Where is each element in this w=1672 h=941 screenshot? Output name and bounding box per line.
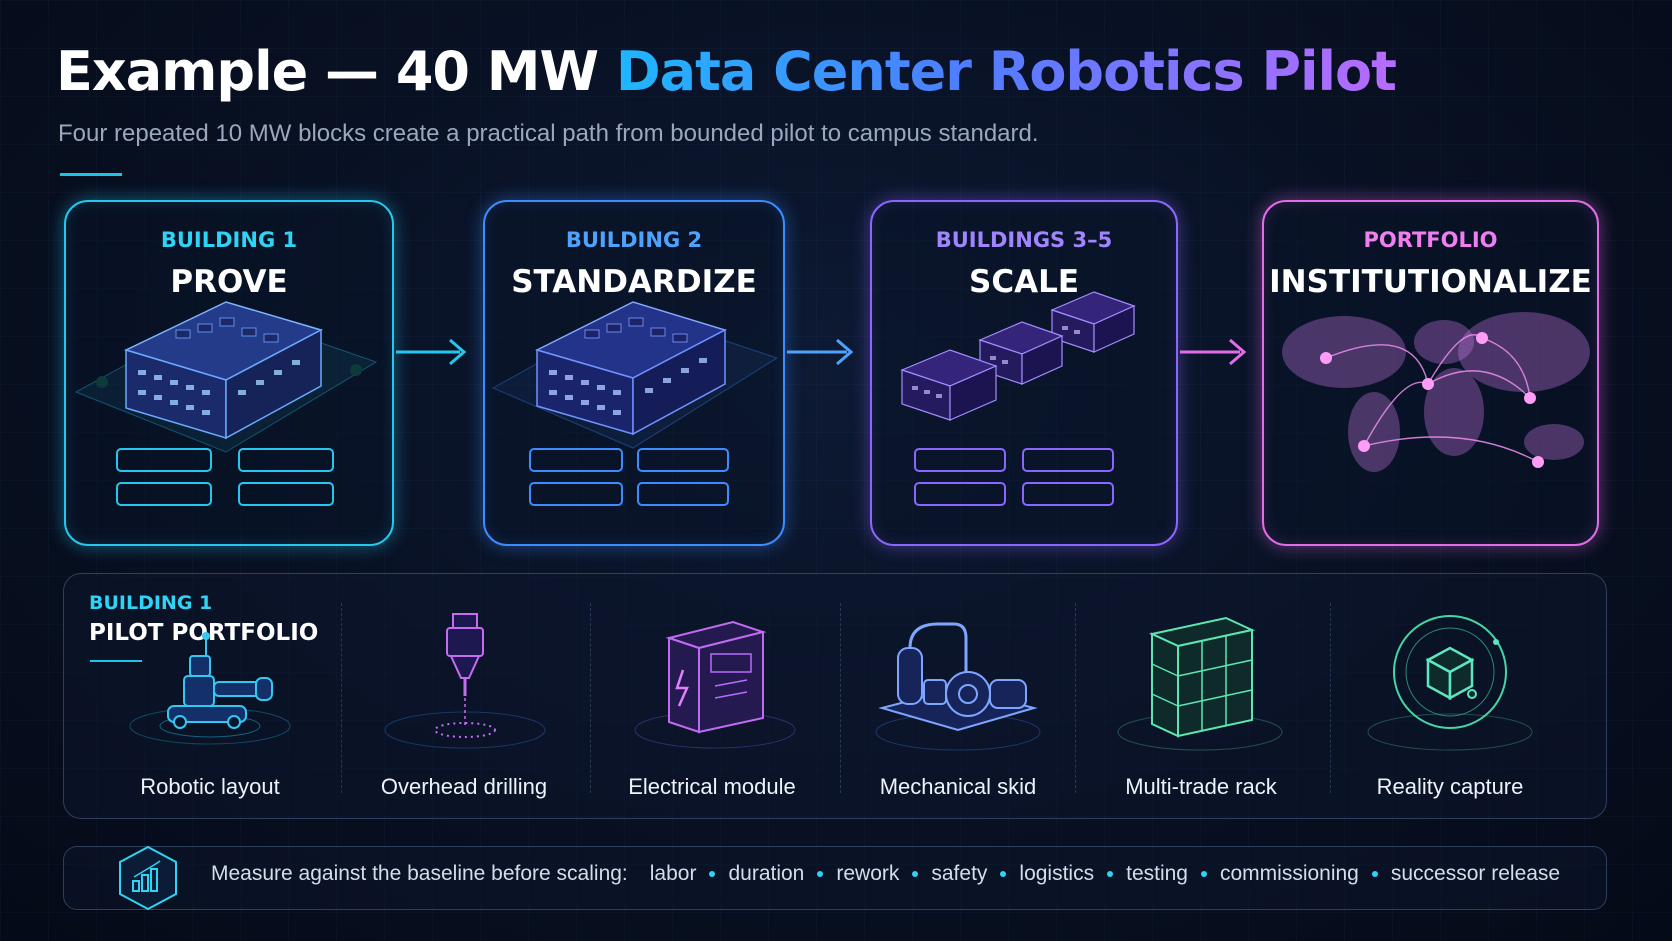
scan-cube-icon: [1367, 615, 1533, 751]
divider: [1330, 603, 1331, 793]
stage-card-scale: BUILDINGS 3–5 SCALE: [870, 200, 1178, 546]
placeholder-slot: [1022, 448, 1114, 472]
world-map-icon: [1282, 312, 1590, 472]
divider: [1075, 603, 1076, 793]
pilot-item-label: Reality capture: [1376, 774, 1524, 799]
placeholder-slot: [637, 448, 729, 472]
placeholder-slot: [238, 448, 334, 472]
stage-eyebrow: BUILDINGS 3–5: [935, 228, 1113, 252]
bullet-dot: [1200, 871, 1207, 877]
bullet-dot: [709, 871, 716, 877]
divider: [840, 603, 841, 793]
bullet-dot: [912, 871, 919, 877]
building-icon: [74, 301, 378, 453]
bar-chart-hexagon-icon: [119, 845, 177, 911]
arrow-right-icon: [1180, 338, 1247, 366]
placeholder-slot: [1022, 482, 1114, 506]
stage-name: INSTITUTIONALIZE: [1269, 264, 1592, 300]
placeholder-slot: [914, 482, 1006, 506]
stage-eyebrow: PORTFOLIO: [1363, 228, 1498, 252]
metric-safety: safety: [931, 862, 988, 885]
placeholder-slot: [116, 448, 212, 472]
divider: [341, 603, 342, 793]
pilot-item-label: Robotic layout: [140, 774, 280, 799]
stage-card-standardize: BUILDING 2 STANDARDIZE: [483, 200, 785, 546]
title-prefix: Example — 40 MW: [56, 40, 616, 103]
pump-skid-icon: [875, 622, 1041, 751]
metric-successor-release: successor release: [1390, 862, 1561, 885]
bullet-dot: [817, 871, 824, 877]
bullet-dot: [1107, 871, 1114, 877]
bullet-dot: [1000, 871, 1007, 877]
stage-eyebrow: BUILDING 1: [160, 228, 298, 252]
placeholder-slot: [914, 448, 1006, 472]
building-icon: [491, 301, 779, 449]
electrical-cabinet-icon: [634, 620, 796, 749]
stage-eyebrow: BUILDING 2: [565, 228, 703, 252]
metric-labor: labor: [649, 862, 697, 885]
stage-card-institutionalize: PORTFOLIO INSTITUTIONALIZE: [1262, 200, 1599, 546]
metric-duration: duration: [728, 862, 805, 885]
placeholder-slot: [637, 482, 729, 506]
bullet-dot: [1371, 871, 1378, 877]
pilot-portfolio-panel: [63, 573, 1607, 819]
pilot-item-label: Electrical module: [628, 774, 796, 799]
robot-arm-icon: [129, 632, 291, 745]
drill-icon: [384, 613, 546, 749]
measure-lead: Measure against the baseline before scal…: [211, 862, 628, 885]
pilot-item-label: Overhead drilling: [380, 774, 548, 799]
placeholder-slot: [116, 482, 212, 506]
page-subtitle: Four repeated 10 MW blocks create a prac…: [58, 120, 1039, 147]
metric-commissioning: commissioning: [1219, 862, 1359, 885]
metric-logistics: logistics: [1019, 862, 1095, 885]
stage-name: SCALE: [969, 264, 1079, 300]
metric-testing: testing: [1126, 862, 1188, 885]
divider: [590, 603, 591, 793]
pilot-eyebrow: BUILDING 1: [89, 592, 213, 614]
placeholder-slot: [529, 482, 623, 506]
title-accent-line: [60, 173, 122, 176]
pilot-item-label: Mechanical skid: [879, 774, 1037, 799]
pilot-title-underline: [90, 660, 142, 662]
metric-rework: rework: [836, 862, 900, 885]
measure-bar: [63, 846, 1607, 910]
rack-icon: [1117, 616, 1283, 751]
title-highlight: Data Center Robotics Pilot: [615, 40, 1397, 103]
measure-text: Measure against the baseline before scal…: [211, 862, 1560, 886]
stage-name: PROVE: [170, 264, 288, 300]
page-title: Example — 40 MW Data Center Robotics Pil…: [56, 40, 1397, 103]
buildings-cluster-icon: [900, 291, 1136, 421]
arrow-right-icon: [396, 338, 467, 366]
placeholder-slot: [238, 482, 334, 506]
pilot-item-label: Multi-trade rack: [1125, 774, 1277, 799]
arrow-right-icon: [787, 338, 854, 366]
placeholder-slot: [529, 448, 623, 472]
stage-card-prove: BUILDING 1 PROVE: [64, 200, 394, 546]
stage-name: STANDARDIZE: [511, 264, 757, 300]
